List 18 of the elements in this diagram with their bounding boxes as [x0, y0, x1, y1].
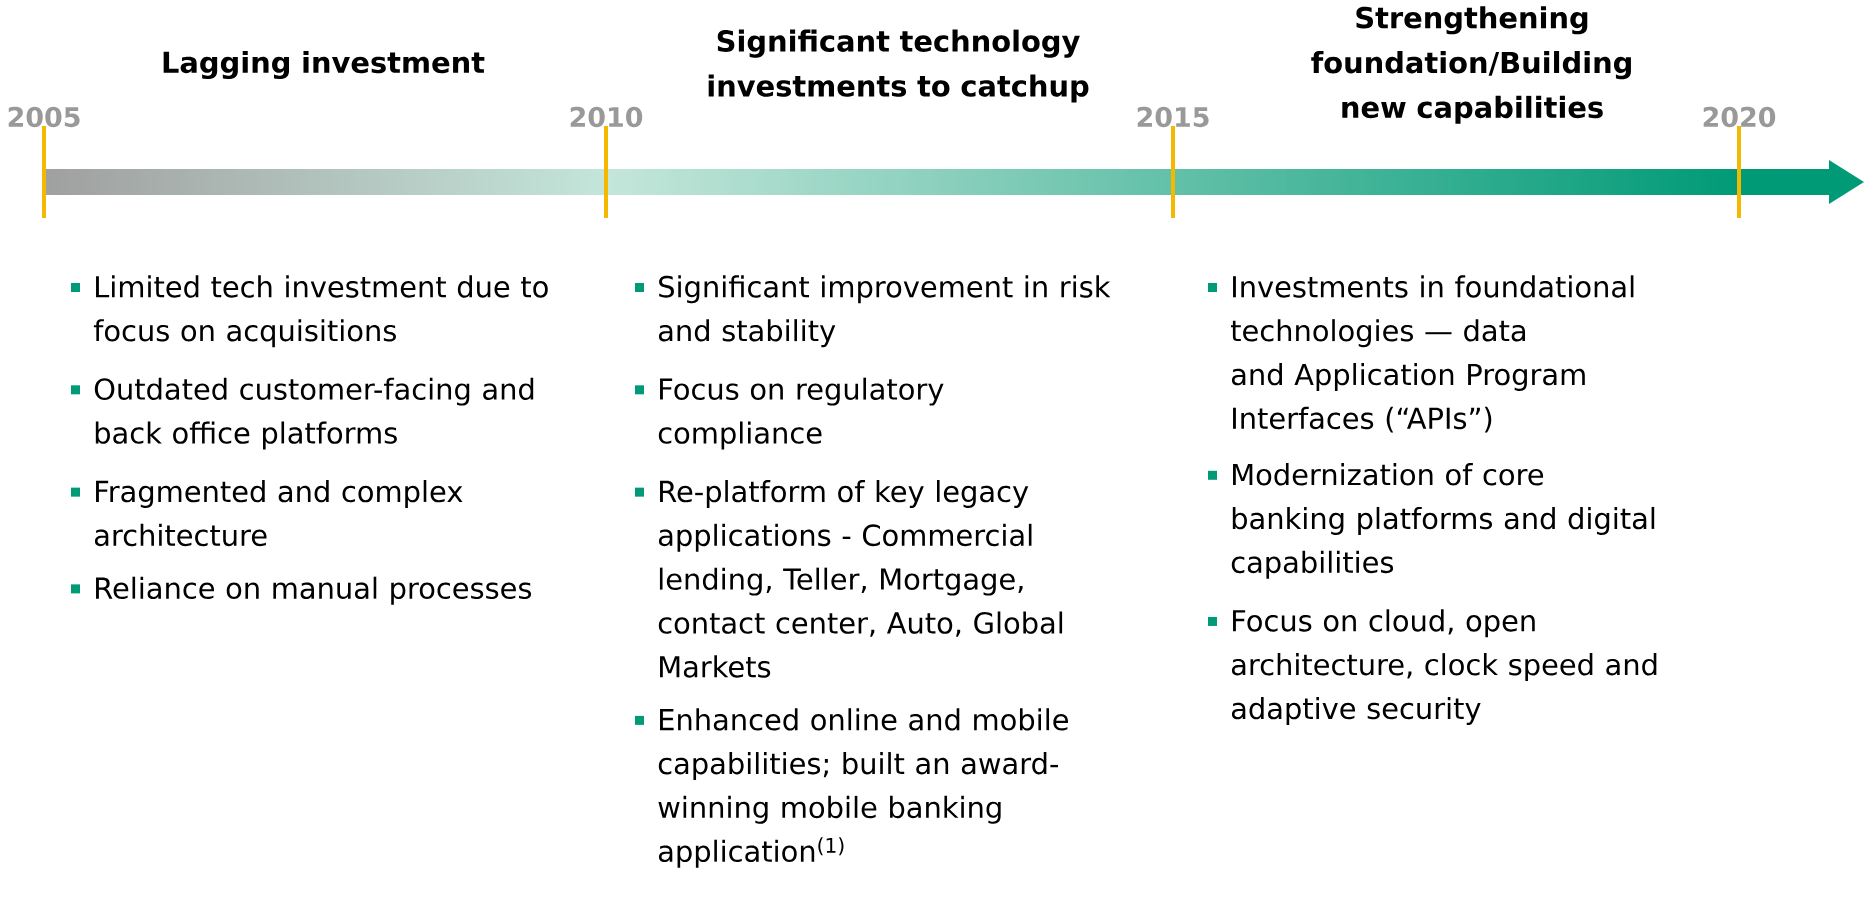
- bullet-text: Enhanced online and mobile capabilities; built an award-winning mobile banking application$^{(1)}$: [658, 708, 1068, 868]
- bullet-text: Limited tech investment due to focus on acquisitions: [93, 275, 548, 348]
- bullet-text: Focus on cloud, open architecture, clock speed and adaptive security: [1231, 609, 1657, 725]
- bullet-text: Fragmented and complex architecture: [94, 479, 463, 547]
- bullet-text: Investments in foundational technologies — data and Application Program Interfaces (“APIs”): [1231, 275, 1634, 433]
- period-heading: Strengthening foundation/Building new capabilities: [1311, 6, 1631, 124]
- period-heading: Lagging investment: [163, 50, 485, 80]
- bullet-text: Focus on regulatory compliance: [658, 377, 944, 450]
- year-label: 2005: [8, 106, 80, 128]
- bullet-text: Modernization of core banking platforms and digital capabilities: [1231, 463, 1655, 579]
- bullet-text: Reliance on manual processes: [96, 576, 532, 605]
- year-label: 2010: [570, 106, 643, 128]
- bullet-text: Re-platform of key legacy applications - Commercial lending, Teller, Mortgage, contact center, Auto, Global Markets: [658, 479, 1063, 678]
- bullet-text: Significant improvement in risk and stability: [658, 275, 1111, 348]
- bullet-text: Outdated customer-facing and back office platforms: [94, 377, 534, 450]
- period-heading: Significant technology investments to catchup: [708, 29, 1089, 103]
- year-label: 2015: [1137, 106, 1209, 128]
- year-label: 2020: [1703, 106, 1776, 128]
